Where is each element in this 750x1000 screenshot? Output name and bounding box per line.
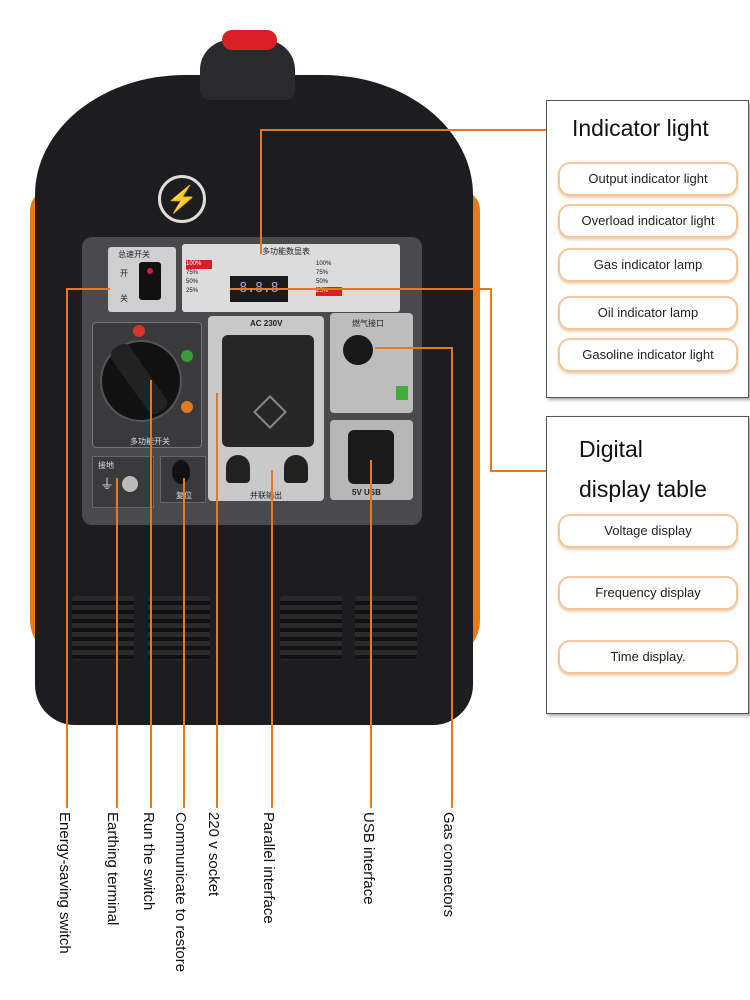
display-item-frequency: Frequency display [558, 576, 738, 610]
callout-parallel-v [271, 470, 273, 808]
label-run-switch: Run the switch [140, 812, 157, 911]
fuel-cap-base [200, 40, 295, 100]
callout-earth-v [116, 478, 118, 808]
run-indicator-dot [181, 350, 193, 362]
vent-3 [280, 596, 342, 660]
switch-title: 总速开关 [118, 250, 150, 259]
switch-on-label: 开 [120, 269, 128, 278]
ac-label: AC 230V [250, 319, 283, 328]
callout-socket-v [216, 393, 218, 808]
label-220v-socket: 220 v socket [205, 812, 222, 897]
off-indicator-dot [133, 325, 145, 337]
vent-4 [355, 596, 417, 660]
callout-gas-v [451, 347, 453, 808]
indicator-item-overload: Overload indicator light [558, 204, 738, 238]
callout-switch-v [66, 288, 68, 808]
callout-display-h2 [490, 470, 548, 472]
indicator-item-gas: Gas indicator lamp [558, 248, 738, 282]
digital-display-panel [182, 244, 400, 312]
percent-left-2: 50% [186, 279, 199, 285]
indicator-light-title: Indicator light [572, 115, 709, 141]
gas-green-tag [396, 386, 408, 400]
energy-saving-switch[interactable] [139, 262, 161, 300]
switch-off-label: 关 [120, 294, 128, 303]
callout-indicator-h [260, 129, 548, 131]
percent-left-3: 25% [186, 288, 199, 294]
220v-socket[interactable] [222, 335, 314, 447]
display-title-line1: Digital [579, 436, 643, 462]
percent-right-3: 25% [316, 287, 342, 296]
load-percent-right: 100% 75% 50% 25% [316, 260, 342, 296]
switch-led [147, 268, 153, 274]
display-item-time: Time display. [558, 640, 738, 674]
usb-label: 5V USB [352, 488, 381, 497]
vent-2 [148, 596, 210, 660]
callout-gas-h [375, 347, 453, 349]
restore-button[interactable] [172, 460, 190, 484]
callout-restore-v [183, 478, 185, 808]
ground-icon: ⏚ [100, 476, 114, 492]
fuel-cap [222, 30, 277, 50]
indicator-item-oil: Oil indicator lamp [558, 296, 738, 330]
earth-label: 接地 [98, 461, 114, 470]
display-item-voltage: Voltage display [558, 514, 738, 548]
parallel-label: 并联输出 [250, 491, 282, 500]
load-percent-left: 100% 75% 50% 25% [186, 260, 212, 296]
indicator-item-gasoline: Gasoline indicator light [558, 338, 738, 372]
earthing-terminal[interactable] [122, 476, 138, 492]
callout-display-h1 [230, 288, 492, 290]
brand-logo: ⚡ [158, 175, 206, 223]
indicator-item-output: Output indicator light [558, 162, 738, 196]
label-gas-connectors: Gas connectors [440, 812, 457, 918]
percent-left-1: 75% [186, 270, 199, 276]
label-energy-saving-switch: Energy-saving switch [56, 812, 73, 954]
display-title-line2: display table [579, 476, 707, 502]
callout-indicator-v [260, 129, 262, 254]
label-parallel-interface: Parallel interface [260, 812, 277, 924]
vent-1 [72, 596, 134, 660]
callout-usb-v [370, 460, 372, 808]
parallel-port-left[interactable] [226, 455, 250, 483]
label-usb-interface: USB interface [360, 812, 377, 905]
choke-indicator-dot [181, 401, 193, 413]
lcd-title: 多功能数显表 [262, 247, 310, 256]
label-earthing-terminal: Earthing terminal [104, 812, 121, 926]
percent-right-2: 50% [316, 279, 329, 285]
callout-display-v [490, 288, 492, 471]
parallel-port-right[interactable] [284, 455, 308, 483]
percent-right-1: 75% [316, 270, 329, 276]
callout-switch-h [66, 288, 110, 290]
label-communicate-restore: Communicate to restore [172, 812, 189, 973]
gas-label: 燃气接口 [352, 319, 384, 328]
gas-connector[interactable] [343, 335, 373, 365]
percent-left-0: 100% [186, 260, 212, 269]
callout-run-v [150, 380, 152, 808]
percent-right-0: 100% [316, 261, 332, 267]
